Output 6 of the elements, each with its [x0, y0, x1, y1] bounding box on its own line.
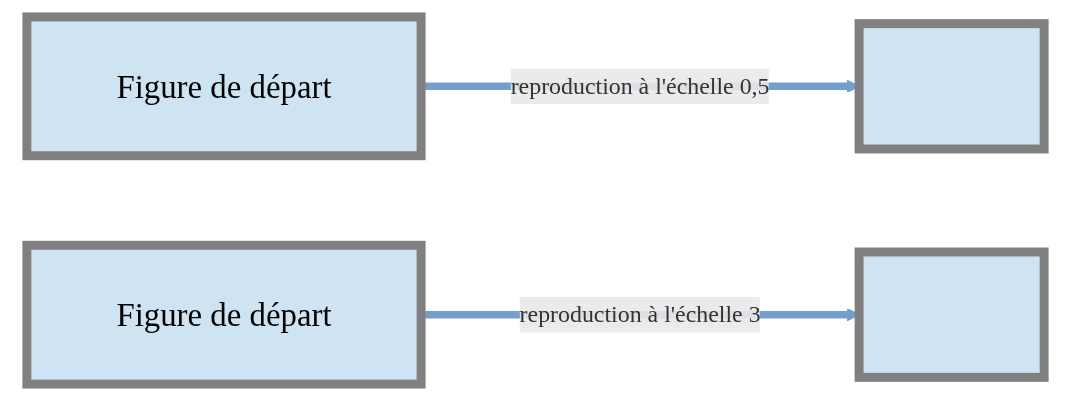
node-box — [854, 19, 1049, 154]
node-box: Figure de départ — [22, 12, 426, 161]
edge-label: reproduction à l'échelle 3 — [519, 301, 761, 327]
edge-label: reproduction à l'échelle 0,5 — [510, 72, 770, 99]
node-box — [854, 247, 1049, 382]
node-box: Figure de départ — [22, 240, 426, 389]
